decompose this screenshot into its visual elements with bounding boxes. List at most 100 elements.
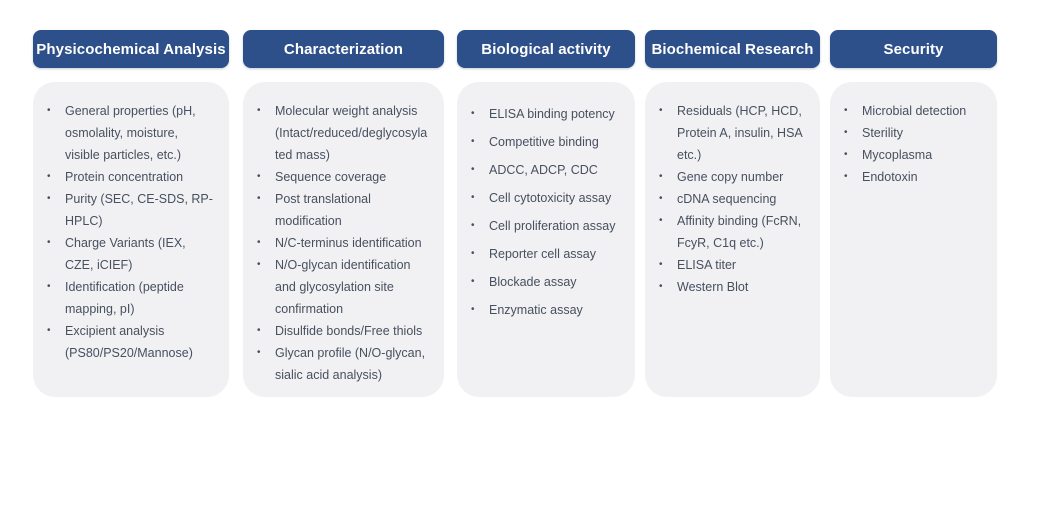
bullet-icon: •	[471, 164, 475, 175]
list-item: • Cell proliferation assay	[471, 212, 621, 240]
bullet-icon: •	[257, 193, 261, 204]
bullet-icon: •	[659, 281, 663, 292]
list-item: • Charge Variants (IEX, CZE, iCIEF)	[47, 232, 215, 276]
list-item: • cDNA sequencing	[659, 188, 806, 210]
list-item-text: Purity (SEC, CE-SDS, RP-HPLC)	[65, 192, 213, 228]
column-title: Biological activity	[481, 40, 611, 58]
list-item: • Competitive binding	[471, 128, 621, 156]
list-item-text: Mycoplasma	[862, 148, 933, 162]
column-header: Characterization	[243, 30, 444, 68]
bullet-icon: •	[47, 105, 51, 116]
column-card: • Microbial detection • Sterility • Myco…	[830, 82, 997, 397]
list-item-text: Charge Variants (IEX, CZE, iCIEF)	[65, 236, 186, 272]
column-header: Biological activity	[457, 30, 635, 68]
bullet-icon: •	[257, 347, 261, 358]
item-list: • Residuals (HCP, HCD, Protein A, insuli…	[645, 100, 814, 298]
column-title: Biochemical Research	[651, 40, 814, 58]
service-column-5: Security • Microbial detection • Sterili…	[830, 30, 997, 397]
list-item: • ELISA titer	[659, 254, 806, 276]
list-item: • Sequence coverage	[257, 166, 430, 188]
bullet-icon: •	[659, 171, 663, 182]
list-item: • Glycan profile (N/O-glycan, sialic aci…	[257, 342, 430, 386]
list-item: • Identification (peptide mapping, pI)	[47, 276, 215, 320]
list-item-text: Glycan profile (N/O-glycan, sialic acid …	[275, 346, 426, 382]
bullet-icon: •	[47, 171, 51, 182]
bullet-icon: •	[257, 259, 261, 270]
bullet-icon: •	[471, 192, 475, 203]
item-list: • Microbial detection • Sterility • Myco…	[830, 100, 991, 188]
bullet-icon: •	[47, 281, 51, 292]
list-item: • General properties (pH, osmolality, mo…	[47, 100, 215, 166]
list-item-text: Enzymatic assay	[489, 303, 583, 317]
bullet-icon: •	[844, 105, 848, 116]
list-item: • Molecular weight analysis (Intact/redu…	[257, 100, 430, 166]
list-item: • Blockade assay	[471, 268, 621, 296]
column-header: Security	[830, 30, 997, 68]
column-header: Biochemical Research	[645, 30, 820, 68]
list-item-text: Cell cytotoxicity assay	[489, 191, 612, 205]
list-item-text: N/C-terminus identification	[275, 236, 422, 250]
list-item: • Enzymatic assay	[471, 296, 621, 324]
list-item-text: Residuals (HCP, HCD, Protein A, insulin,…	[677, 104, 803, 162]
list-item: • Excipient analysis (PS80/PS20/Mannose)	[47, 320, 215, 364]
list-item-text: Reporter cell assay	[489, 247, 596, 261]
list-item-text: Molecular weight analysis (Intact/reduce…	[275, 104, 428, 162]
list-item-text: ADCC, ADCP, CDC	[489, 163, 598, 177]
list-item-text: Competitive binding	[489, 135, 599, 149]
list-item-text: Endotoxin	[862, 170, 918, 184]
service-column-3: Biological activity • ELISA binding pote…	[457, 30, 635, 397]
list-item: • Protein concentration	[47, 166, 215, 188]
bullet-icon: •	[257, 237, 261, 248]
list-item-text: Identification (peptide mapping, pI)	[65, 280, 184, 316]
column-card: • Residuals (HCP, HCD, Protein A, insuli…	[645, 82, 820, 397]
bullet-icon: •	[47, 193, 51, 204]
item-list: • General properties (pH, osmolality, mo…	[33, 100, 223, 364]
bullet-icon: •	[47, 237, 51, 248]
bullet-icon: •	[257, 171, 261, 182]
bullet-icon: •	[659, 215, 663, 226]
service-column-2: Characterization • Molecular weight anal…	[243, 30, 444, 397]
list-item-text: Cell proliferation assay	[489, 219, 616, 233]
bullet-icon: •	[659, 193, 663, 204]
column-header: Physicochemical Analysis	[33, 30, 229, 68]
list-item: • Gene copy number	[659, 166, 806, 188]
list-item: • Mycoplasma	[844, 144, 983, 166]
bullet-icon: •	[257, 325, 261, 336]
column-card: • General properties (pH, osmolality, mo…	[33, 82, 229, 397]
list-item: • Purity (SEC, CE-SDS, RP-HPLC)	[47, 188, 215, 232]
list-item-text: N/O-glycan identification and glycosylat…	[275, 258, 411, 316]
list-item: • Western Blot	[659, 276, 806, 298]
list-item-text: Gene copy number	[677, 170, 784, 184]
bullet-icon: •	[471, 248, 475, 259]
services-board: Physicochemical Analysis • General prope…	[33, 30, 997, 397]
list-item-text: General properties (pH, osmolality, mois…	[65, 104, 196, 162]
column-card: • Molecular weight analysis (Intact/redu…	[243, 82, 444, 397]
list-item-text: Sterility	[862, 126, 903, 140]
item-list: • Molecular weight analysis (Intact/redu…	[243, 100, 438, 386]
column-card: • ELISA binding potency • Competitive bi…	[457, 82, 635, 397]
list-item: • ADCC, ADCP, CDC	[471, 156, 621, 184]
column-title: Characterization	[283, 40, 404, 58]
list-item: • Sterility	[844, 122, 983, 144]
list-item: • Residuals (HCP, HCD, Protein A, insuli…	[659, 100, 806, 166]
list-item-text: cDNA sequencing	[677, 192, 777, 206]
list-item-text: Excipient analysis (PS80/PS20/Mannose)	[65, 324, 193, 360]
list-item: • Microbial detection	[844, 100, 983, 122]
item-list: • ELISA binding potency • Competitive bi…	[457, 100, 629, 324]
bullet-icon: •	[471, 220, 475, 231]
bullet-icon: •	[471, 108, 475, 119]
list-item: • N/C-terminus identification	[257, 232, 430, 254]
list-item-text: Disulfide bonds/Free thiols	[275, 324, 423, 338]
list-item: • Disulfide bonds/Free thiols	[257, 320, 430, 342]
bullet-icon: •	[471, 136, 475, 147]
list-item-text: Blockade assay	[489, 275, 577, 289]
column-title: Physicochemical Analysis	[36, 40, 226, 58]
list-item-text: Protein concentration	[65, 170, 184, 184]
service-column-1: Physicochemical Analysis • General prope…	[33, 30, 229, 397]
list-item-text: Affinity binding (FcRN, FcyR, C1q etc.)	[677, 214, 802, 250]
bullet-icon: •	[844, 171, 848, 182]
list-item: • Cell cytotoxicity assay	[471, 184, 621, 212]
bullet-icon: •	[471, 276, 475, 287]
list-item-text: Microbial detection	[862, 104, 967, 118]
